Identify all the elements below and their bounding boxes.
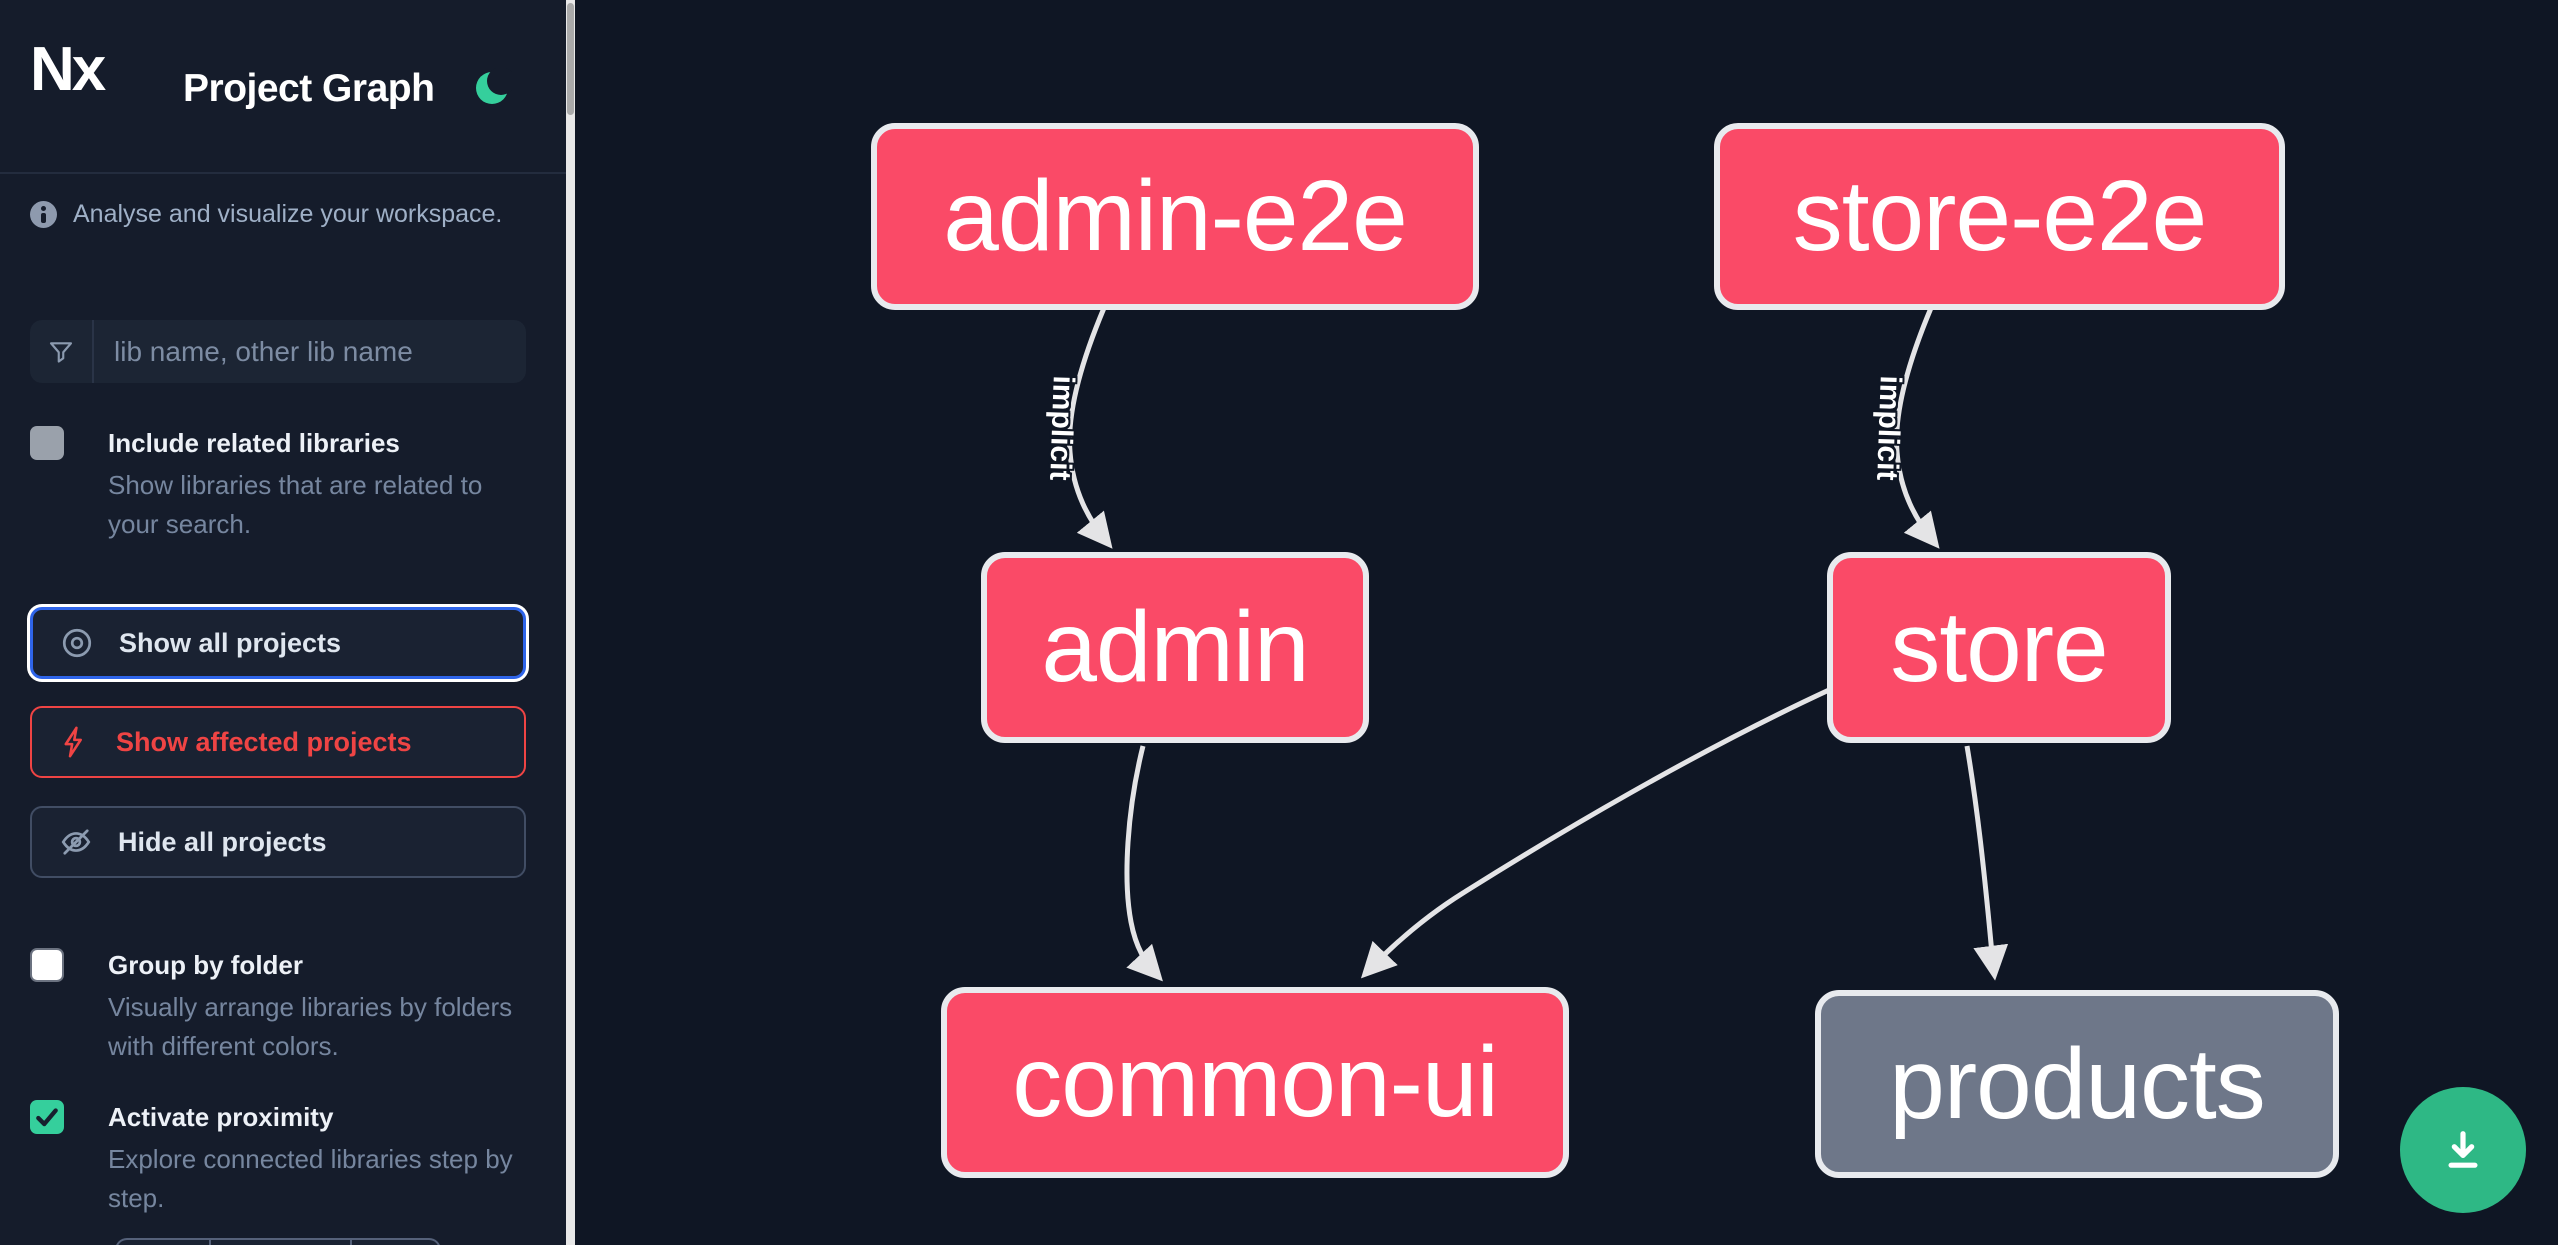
node-store-e2e-label: store-e2e [1792, 160, 2207, 272]
nx-logo: Nx [30, 34, 140, 104]
node-admin-label: admin [1041, 591, 1309, 703]
group-by-folder-checkbox[interactable] [30, 948, 64, 982]
node-admin[interactable]: admin [981, 552, 1369, 743]
sidebar-scrollbar[interactable] [566, 0, 575, 1245]
node-common-ui[interactable]: common-ui [941, 987, 1569, 1178]
nx-logo-text: Nx [30, 34, 106, 104]
filter-funnel-icon [30, 320, 94, 383]
page-title: Project Graph [183, 67, 435, 110]
dark-mode-moon-icon[interactable] [472, 67, 515, 108]
node-store[interactable]: store [1827, 552, 2171, 743]
search-input[interactable] [94, 320, 526, 383]
edge-store-common-ui [1360, 687, 1831, 979]
project-graph-canvas[interactable]: implicit implicit admin-e2e store-e2e ad… [575, 0, 2558, 1245]
edge-store-e2e-store [1894, 307, 1940, 549]
node-common-ui-label: common-ui [1012, 1026, 1499, 1138]
node-store-label: store [1890, 591, 2108, 703]
show-affected-projects-label: Show affected projects [116, 726, 412, 757]
include-related-label[interactable]: Include related libraries [108, 428, 400, 458]
lightning-bolt-icon [64, 726, 82, 758]
header-divider [0, 172, 566, 174]
group-by-folder-row: Group by folder Visually arrange librari… [30, 946, 530, 1066]
project-search [30, 320, 526, 383]
include-related-description: Show libraries that are related to your … [108, 470, 483, 539]
eye-off-icon [61, 829, 91, 855]
edge-admin-e2e-admin [1067, 307, 1113, 549]
node-admin-e2e[interactable]: admin-e2e [871, 123, 1479, 310]
info-icon [30, 201, 57, 228]
activate-proximity-checkbox[interactable] [30, 1100, 64, 1134]
edge-store-products [1964, 745, 2009, 981]
group-by-folder-label[interactable]: Group by folder [108, 950, 303, 980]
edge-admin-common-ui [1124, 745, 1163, 982]
activate-proximity-description: Explore connected libraries step by step… [108, 1144, 513, 1213]
sidebar-scrollbar-thumb[interactable] [567, 3, 574, 115]
show-all-projects-button[interactable]: Show all projects [30, 607, 526, 679]
sidebar: Nx Project Graph Analyse and visualize y… [0, 0, 566, 1245]
hide-all-projects-button[interactable]: Hide all projects [30, 806, 526, 878]
download-graph-button[interactable] [2400, 1087, 2526, 1213]
show-affected-projects-button[interactable]: Show affected projects [30, 706, 526, 778]
node-store-e2e[interactable]: store-e2e [1714, 123, 2285, 310]
activate-proximity-row: Activate proximity Explore connected lib… [30, 1098, 530, 1218]
node-admin-e2e-label: admin-e2e [943, 160, 1408, 272]
group-by-folder-description: Visually arrange libraries by folders wi… [108, 992, 513, 1061]
check-icon [36, 1108, 58, 1127]
node-products-label: products [1889, 1027, 2266, 1140]
workspace-tagline-row: Analyse and visualize your workspace. [30, 200, 502, 229]
include-related-checkbox[interactable] [30, 426, 64, 460]
hide-all-projects-label: Hide all projects [118, 826, 327, 857]
proximity-depth-control-partial[interactable] [115, 1238, 441, 1245]
graph-edges [1067, 307, 2009, 982]
workspace-tagline: Analyse and visualize your workspace. [73, 200, 503, 228]
node-products[interactable]: products [1815, 990, 2339, 1178]
eye-icon [62, 628, 92, 658]
activate-proximity-label[interactable]: Activate proximity [108, 1102, 334, 1132]
show-all-projects-label: Show all projects [119, 627, 342, 658]
include-related-row: Include related libraries Show libraries… [30, 424, 530, 544]
download-icon [2448, 1131, 2478, 1168]
